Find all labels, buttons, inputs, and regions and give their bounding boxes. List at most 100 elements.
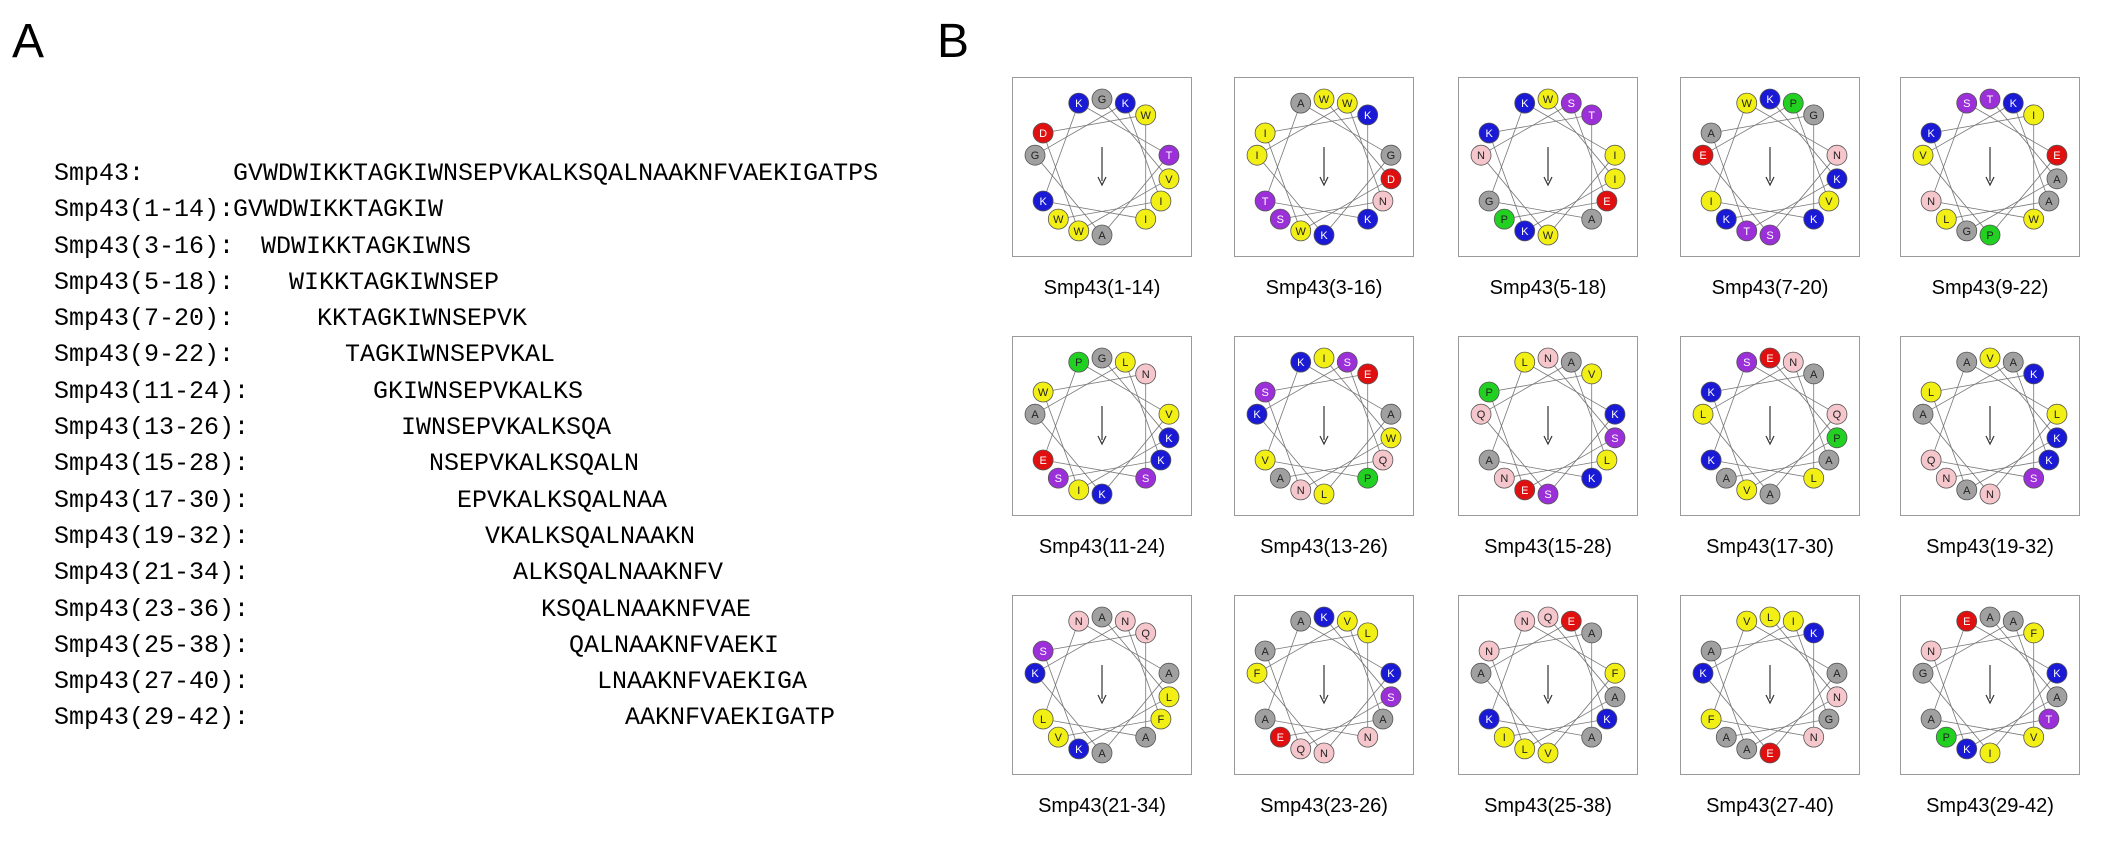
svg-text:T: T [1166, 150, 1173, 162]
svg-text:S: S [1387, 692, 1394, 704]
svg-text:V: V [1743, 616, 1751, 628]
svg-text:A: A [2010, 616, 2018, 628]
helix-connector [1966, 361, 2058, 415]
helix-connector [1930, 132, 1968, 232]
residue-I: I [1246, 144, 1268, 166]
helix-connector [1034, 620, 1126, 674]
residue-V: V [1979, 347, 2001, 369]
svg-text:K: K [2053, 433, 2061, 445]
svg-text:A: A [1277, 473, 1285, 485]
helix-connector [1504, 200, 1607, 220]
residue-A: A [1803, 363, 1825, 385]
residue-K: K [1357, 104, 1379, 126]
residue-F: F [1700, 708, 1722, 730]
svg-text:E: E [1699, 150, 1706, 162]
residue-K: K [1956, 738, 1978, 760]
helix-connector [1034, 102, 1126, 156]
helix-connector [1043, 459, 1146, 479]
svg-text:S: S [1277, 214, 1284, 226]
fragment-name: Smp43(1-14): [54, 195, 235, 225]
helix-connector [1280, 459, 1383, 479]
svg-text:L: L [1122, 357, 1128, 369]
helix-connector [1489, 373, 1592, 393]
svg-text:K: K [1485, 714, 1493, 726]
residue-A: A [1956, 351, 1978, 373]
svg-text:Q: Q [1477, 409, 1486, 421]
helix-connector [1264, 132, 1302, 232]
residue-I: I [1604, 168, 1626, 190]
helix-connector [1966, 696, 2058, 750]
helical-wheel: ALKSQALNAAKNFV [1012, 595, 1192, 775]
residue-K: K [1596, 708, 1618, 730]
residue-N: N [1135, 363, 1157, 385]
svg-text:K: K [1297, 357, 1305, 369]
helix-connector [1702, 361, 1794, 415]
svg-text:N: N [1297, 485, 1305, 497]
residue-K: K [1246, 403, 1268, 425]
helix-connector [1966, 437, 2058, 491]
svg-text:K: K [1485, 128, 1493, 140]
helix-connector [1480, 102, 1572, 156]
fragment-sequence: WDWIKKTAGKIWNS [261, 231, 472, 261]
svg-text:V: V [1165, 174, 1173, 186]
svg-text:W: W [1342, 98, 1353, 110]
residue-A: A [1560, 351, 1582, 373]
residue-A: A [1604, 686, 1626, 708]
svg-text:W: W [1053, 214, 1064, 226]
svg-text:N: N [1364, 732, 1372, 744]
hydrophobic-moment-arrow [1543, 665, 1553, 705]
svg-text:I: I [1077, 485, 1080, 497]
helix-connector [1101, 154, 1170, 236]
svg-text:A: A [1588, 628, 1596, 640]
residue-S: S [1380, 686, 1402, 708]
residue-A: A [1912, 403, 1934, 425]
residue-A: A [2038, 190, 2060, 212]
helix-connector [1042, 650, 1080, 750]
svg-text:L: L [1522, 357, 1528, 369]
helix-connector [1702, 102, 1794, 156]
helix-connector [1570, 620, 1608, 720]
residue-V: V [1537, 742, 1559, 764]
residue-A: A [2002, 351, 2024, 373]
svg-text:W: W [1742, 98, 1753, 110]
residue-A: A [2002, 610, 2024, 632]
svg-text:K: K [1699, 668, 1707, 680]
residue-K: K [2038, 449, 2060, 471]
svg-text:A: A [1833, 668, 1841, 680]
fragment-name: Smp43(11-24): [54, 376, 250, 406]
svg-text:A: A [2010, 357, 2018, 369]
residue-G: G [1091, 88, 1113, 110]
svg-text:N: N [1075, 616, 1083, 628]
svg-text:K: K [1810, 628, 1818, 640]
residue-V: V [1158, 168, 1180, 190]
helix-connector [1043, 373, 1146, 393]
svg-text:V: V [1165, 409, 1173, 421]
residue-K: K [1380, 662, 1402, 684]
helix-connector [1346, 102, 1384, 202]
fragment-sequence: GVWDWIKKTAGKIW [233, 195, 444, 225]
residue-V: V [1818, 190, 1840, 212]
residue-K: K [1357, 208, 1379, 230]
fragment-row: Smp43(1-14):GVWDWIKKTAGKIW [54, 192, 443, 228]
svg-text:A: A [1098, 230, 1106, 242]
svg-text:A: A [1031, 409, 1039, 421]
svg-text:A: A [1825, 455, 1833, 467]
helix-connector [1124, 102, 1162, 202]
residue-L: L [1514, 351, 1536, 373]
helix-connector [1711, 718, 1814, 738]
svg-text:G: G [1098, 353, 1107, 365]
residue-K: K [1068, 92, 1090, 114]
residue-L: L [1935, 208, 1957, 230]
svg-text:K: K [2045, 455, 2053, 467]
fragment-name: Smp43(9-22): [54, 340, 235, 370]
helix-connector [1101, 413, 1170, 495]
helix-connector [1769, 357, 1838, 439]
svg-text:K: K [1588, 473, 1596, 485]
svg-text:N: N [1810, 732, 1818, 744]
fragment-row: Smp43(11-24):GKIWNSEPVKALKS [54, 374, 583, 410]
svg-text:K: K [1387, 668, 1395, 680]
helix-connector [1078, 437, 1170, 491]
helix-connector [1265, 373, 1368, 393]
residue-A: A [2046, 168, 2068, 190]
residue-W: W [1032, 381, 1054, 403]
